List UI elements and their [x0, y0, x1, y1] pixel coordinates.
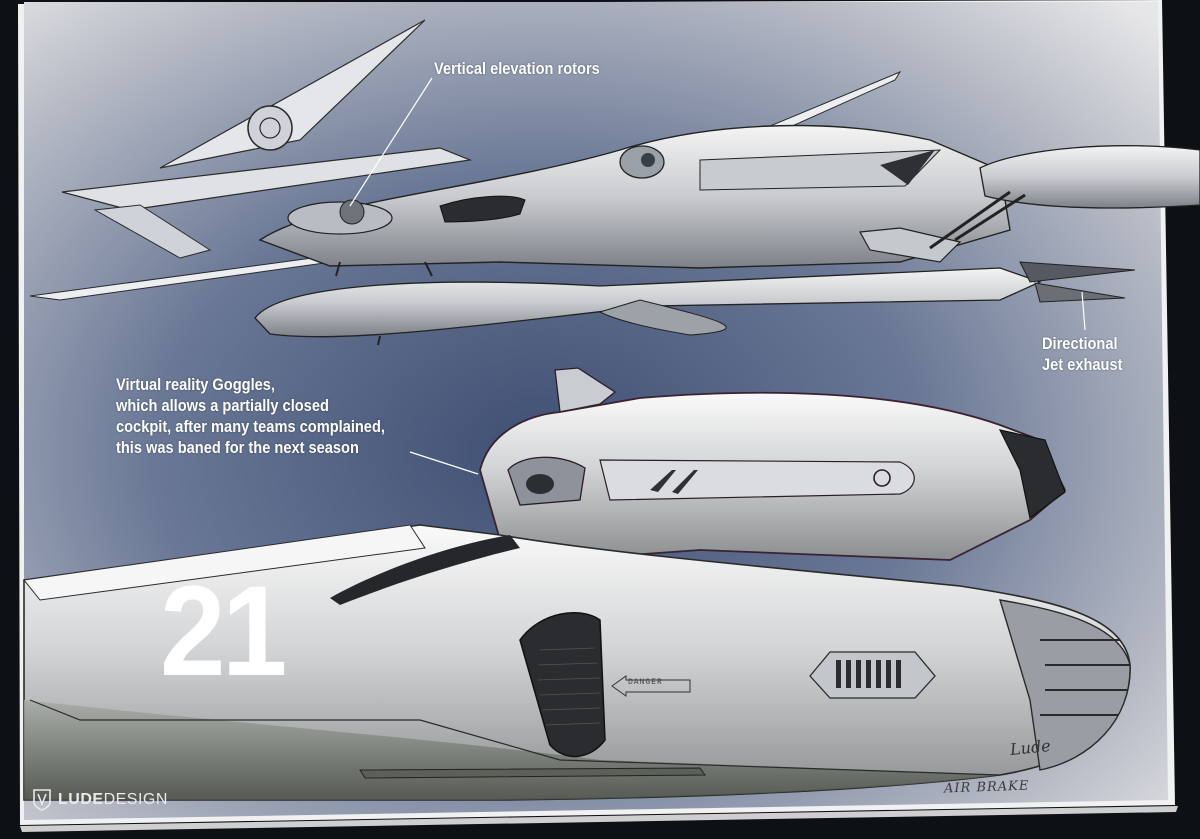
brand-logo-text: LUDEDESIGN: [58, 791, 168, 809]
brand-logo-bold: LUDE: [58, 791, 104, 808]
goggles-annotation: Virtual reality Goggles, which allows a …: [116, 374, 385, 458]
danger-decal: DANGER: [628, 678, 663, 687]
goggles-annotation-line3: cockpit, after many teams complained,: [116, 417, 385, 436]
goggles-annotation-line1: Virtual reality Goggles,: [116, 375, 275, 394]
shield-logo-icon: [33, 789, 51, 811]
goggles-annotation-line4: this was baned for the next season: [116, 438, 359, 457]
brand-logo: LUDEDESIGN: [32, 788, 168, 812]
brand-logo-regular: DESIGN: [103, 791, 168, 808]
exhaust-annotation: Directional Jet exhaust: [1042, 333, 1122, 375]
airbrake-note: AIR BRAKE: [943, 778, 1030, 797]
race-number: 21: [160, 560, 287, 703]
goggles-annotation-line2: which allows a partially closed: [116, 396, 329, 415]
exhaust-annotation-line2: Jet exhaust: [1042, 355, 1123, 374]
exhaust-annotation-line1: Directional: [1042, 334, 1118, 353]
rotors-annotation: Vertical elevation rotors: [434, 59, 600, 78]
